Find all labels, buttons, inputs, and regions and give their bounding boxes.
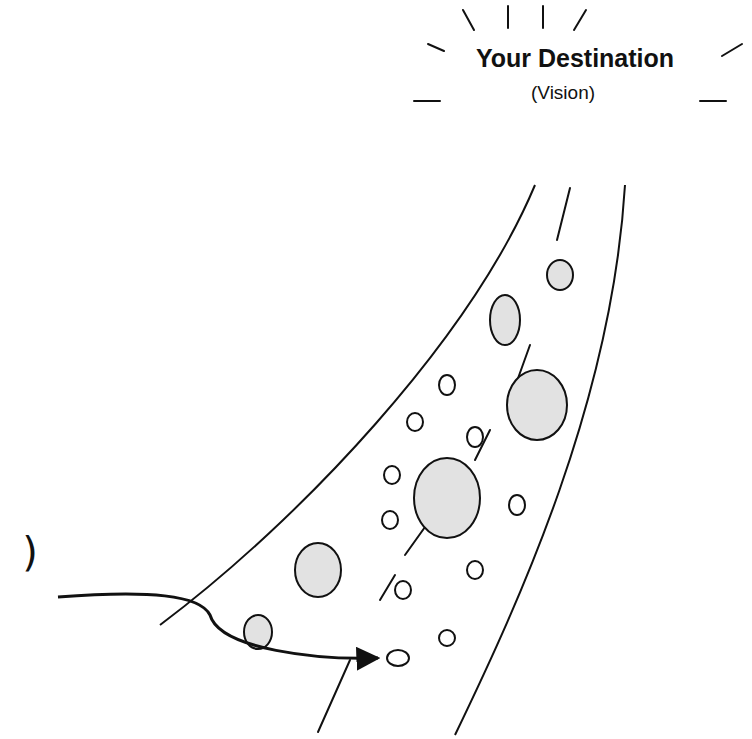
- destination-title: Your Destination: [476, 44, 674, 73]
- road-edges: [160, 185, 625, 735]
- bracket-mark: ): [22, 529, 38, 575]
- leader-arrow: [58, 594, 378, 658]
- stones: [244, 260, 573, 666]
- vision-label: (Vision): [531, 82, 595, 104]
- center-dashes: [318, 188, 570, 732]
